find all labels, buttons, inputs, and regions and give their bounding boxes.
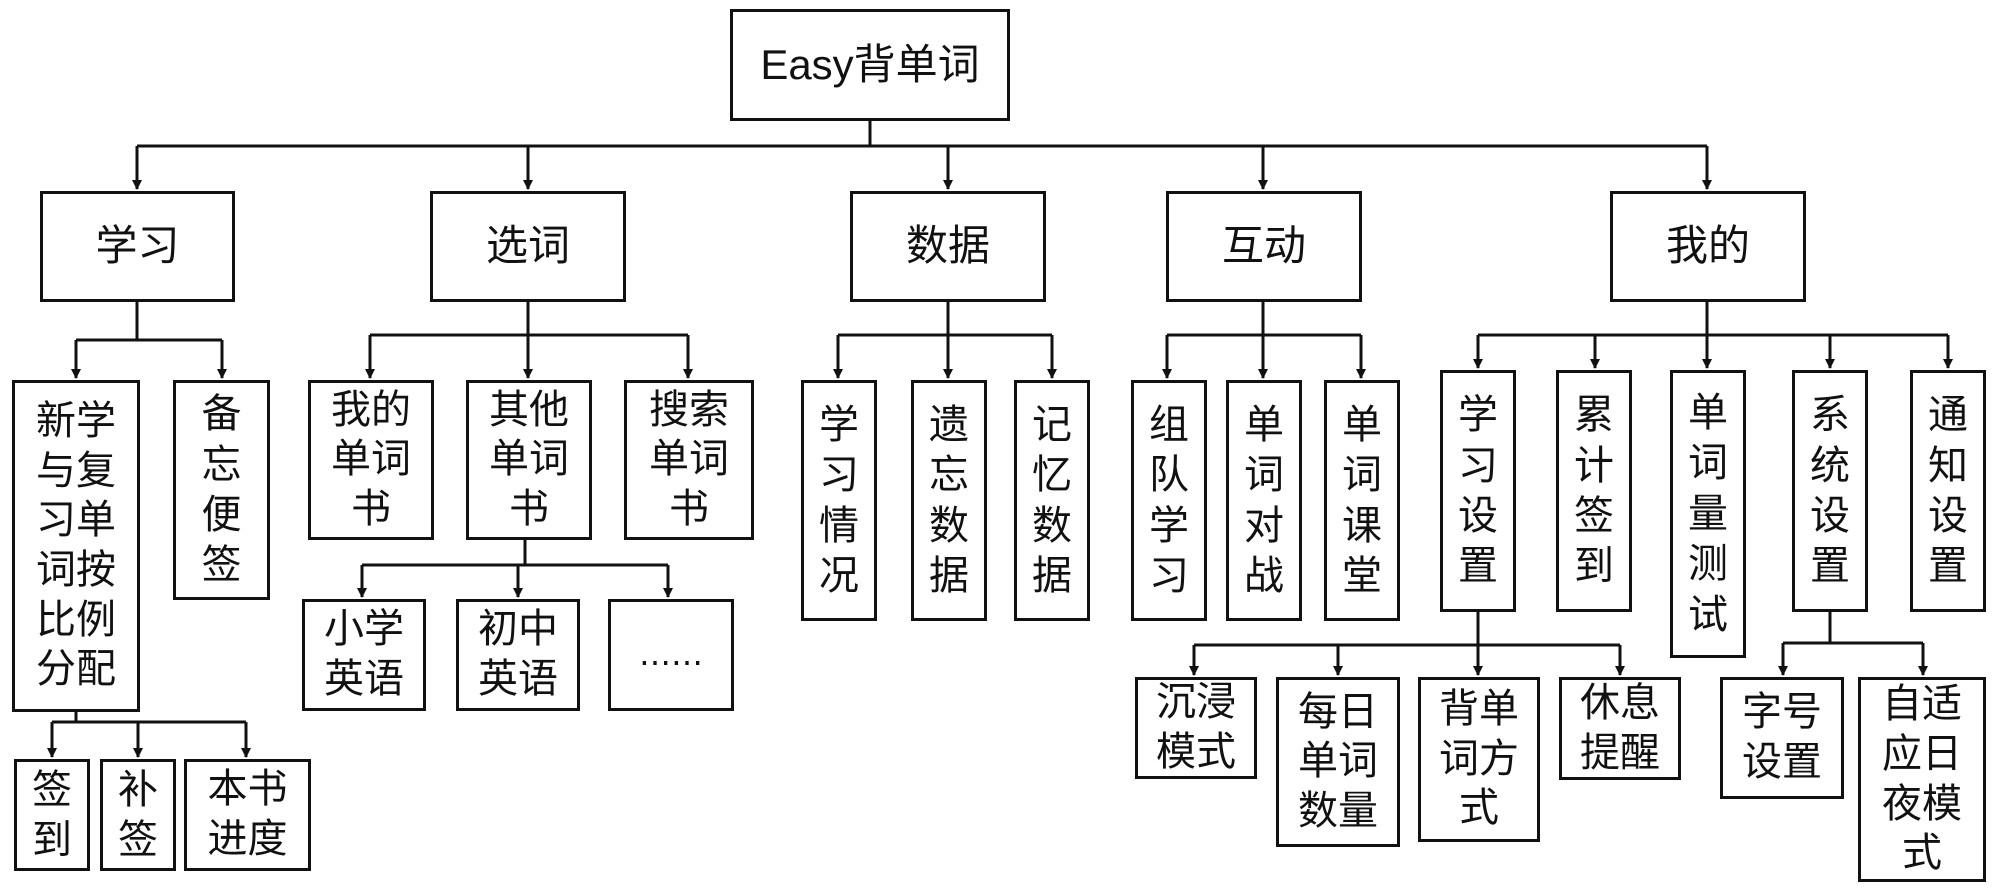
node-vocab-test: 单词量测试	[1670, 370, 1746, 658]
node-search-books-label: 搜索单词书	[649, 386, 729, 532]
node-daily-word-count-label: 每日单词数量	[1298, 688, 1378, 834]
node-more-label: ……	[639, 635, 703, 674]
node-select: 选词	[430, 191, 626, 302]
node-daily-word-count: 每日单词数量	[1276, 677, 1400, 847]
node-other-books-label: 其他单词书	[489, 386, 569, 532]
node-mine: 我的	[1610, 191, 1806, 302]
node-checkin-label: 签到	[32, 766, 72, 863]
node-memory-data-label: 记忆数据	[1032, 401, 1072, 599]
node-immersive-mode: 沉浸模式	[1135, 677, 1257, 779]
node-memo-label: 备忘便签	[201, 391, 242, 589]
node-primary-english: 小学英语	[302, 599, 426, 711]
root-node: Easy背单词	[730, 9, 1010, 121]
node-notify-settings-label: 通知设置	[1928, 392, 1968, 590]
node-day-night-mode-label: 自适应日夜模式	[1882, 681, 1962, 877]
node-interact-label: 互动	[1221, 221, 1306, 271]
node-other-books: 其他单词书	[466, 380, 592, 540]
node-search-books: 搜索单词书	[624, 380, 754, 540]
node-rest-reminder: 休息提醒	[1559, 677, 1681, 780]
node-my-books-label: 我的单词书	[331, 386, 411, 532]
node-word-battle: 单词对战	[1226, 380, 1302, 621]
node-new-review-label: 新学与复习单词按比例分配	[36, 398, 116, 693]
node-checkin: 签到	[14, 759, 90, 871]
node-immersive-mode-label: 沉浸模式	[1156, 679, 1236, 775]
node-word-battle-label: 单词对战	[1244, 401, 1284, 599]
node-study-situation-label: 学习情况	[819, 401, 859, 599]
node-junior-english-label: 初中英语	[478, 606, 558, 702]
node-interact: 互动	[1166, 191, 1362, 302]
node-data-label: 数据	[905, 221, 990, 271]
node-notify-settings: 通知设置	[1910, 370, 1986, 612]
node-system-settings-label: 系统设置	[1810, 392, 1850, 590]
node-study-settings-label: 学习设置	[1458, 392, 1498, 590]
node-junior-english: 初中英语	[456, 599, 580, 711]
node-makeup-label: 补签	[118, 766, 158, 863]
node-study: 学习	[40, 191, 235, 302]
node-team-study: 组队学习	[1131, 380, 1207, 621]
node-vocab-test-label: 单词量测试	[1688, 390, 1728, 638]
node-memorize-method-label: 背单词方式	[1439, 686, 1519, 832]
node-team-study-label: 组队学习	[1149, 401, 1189, 599]
node-font-size-settings: 字号设置	[1720, 677, 1844, 799]
node-rest-reminder-label: 休息提醒	[1580, 679, 1660, 776]
node-memorize-method: 背单词方式	[1418, 677, 1540, 842]
node-data: 数据	[850, 191, 1046, 302]
node-progress-label: 本书进度	[207, 766, 288, 862]
node-new-review: 新学与复习单词按比例分配	[12, 380, 140, 712]
node-makeup: 补签	[100, 759, 176, 871]
node-forget-data: 遗忘数据	[911, 380, 987, 621]
node-study-situation: 学习情况	[801, 380, 877, 621]
node-memory-data: 记忆数据	[1014, 380, 1090, 621]
node-word-classroom: 单词课堂	[1324, 380, 1400, 621]
node-my-books: 我的单词书	[308, 380, 434, 540]
node-progress: 本书进度	[184, 759, 311, 871]
node-primary-english-label: 小学英语	[324, 606, 404, 702]
node-day-night-mode: 自适应日夜模式	[1858, 677, 1986, 882]
node-study-settings: 学习设置	[1440, 370, 1516, 612]
node-forget-data-label: 遗忘数据	[929, 401, 969, 599]
node-font-size-settings-label: 字号设置	[1742, 689, 1822, 785]
node-memo: 备忘便签	[173, 380, 270, 600]
node-cumulative-checkin: 累计签到	[1556, 370, 1632, 612]
node-cumulative-checkin-label: 累计签到	[1574, 392, 1614, 590]
node-more: ……	[608, 599, 734, 711]
node-system-settings: 系统设置	[1792, 370, 1868, 612]
node-mine-label: 我的	[1665, 221, 1750, 271]
node-study-label: 学习	[95, 221, 180, 271]
root-label: Easy背单词	[760, 40, 980, 88]
node-select-label: 选词	[485, 221, 570, 271]
node-word-classroom-label: 单词课堂	[1342, 401, 1382, 599]
